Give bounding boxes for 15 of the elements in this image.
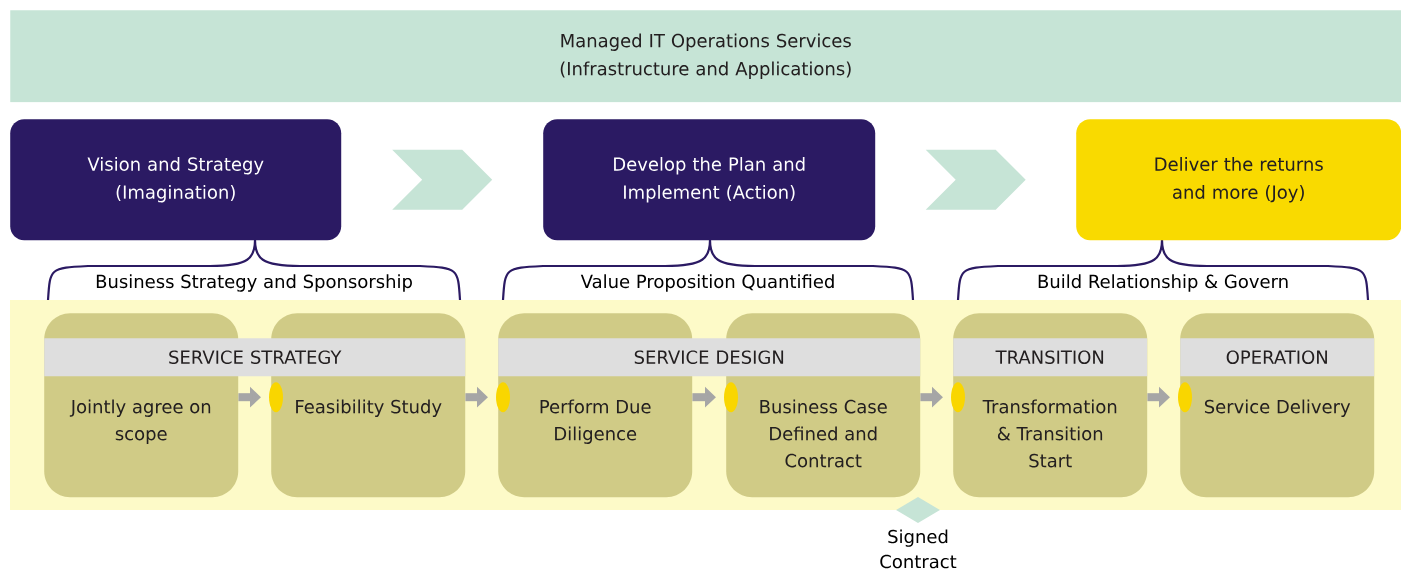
stage-box: Deliver the returns and more (Joy)	[1076, 119, 1401, 241]
phase-header: SERVICE STRATEGY	[44, 338, 466, 377]
brace-label: Business Strategy and Sponsorship	[96, 274, 412, 292]
stage-box: Vision and Strategy (Imagination)	[10, 119, 342, 241]
milestone-label: Signed Contract	[880, 529, 957, 569]
phase-header: TRANSITION	[953, 338, 1148, 377]
chevron-arrow	[925, 149, 1026, 210]
phase-header: SERVICE DESIGN	[498, 338, 921, 377]
stage-box: Develop the Plan and Implement (Action)	[543, 119, 876, 241]
milestone-diamond	[896, 497, 940, 523]
brace-label: Value Proposition Quantified	[580, 274, 834, 292]
banner: Managed IT Operations Services (Infrastructure and Applications)	[10, 10, 1401, 103]
phase-header: OPERATION	[1180, 338, 1375, 377]
chevron-arrow	[392, 149, 493, 210]
brace-label: Build Relationship & Govern	[1038, 274, 1288, 292]
